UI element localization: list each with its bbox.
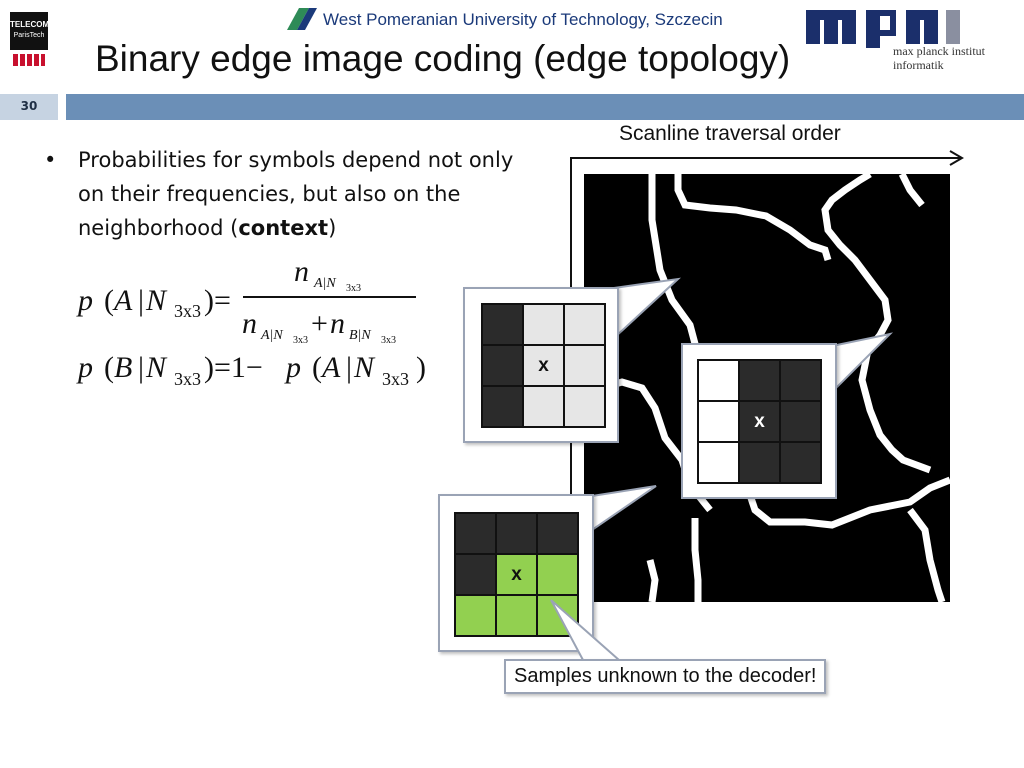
grid-cell (456, 555, 495, 594)
svg-text:(: ( (104, 351, 114, 384)
grid-cell (483, 346, 522, 385)
telecom-logo-line2: ParisTech (13, 32, 45, 39)
svg-text:n: n (242, 307, 257, 340)
svg-text:p: p (76, 284, 93, 317)
context-grid-3: x (454, 512, 579, 637)
svg-text:B|N: B|N (349, 328, 371, 343)
grid-cell (565, 387, 604, 426)
grid-cell (538, 514, 577, 553)
bullet-marker: • (44, 148, 57, 172)
grid-cell (781, 443, 820, 482)
slide-number: 30 (20, 99, 38, 113)
edge-line (898, 172, 925, 208)
edge-line (821, 170, 932, 474)
bullet-text-bold: context (238, 216, 329, 240)
mpi-logo (806, 8, 1024, 78)
grid-cell: x (497, 555, 536, 594)
current-sample-mark: x (754, 410, 765, 432)
svg-text:3x3: 3x3 (293, 335, 308, 346)
grid-cell (781, 361, 820, 400)
grid-cell (497, 514, 536, 553)
grid-cell (565, 346, 604, 385)
svg-text:(: ( (104, 284, 114, 317)
grid-cell (456, 514, 495, 553)
grid-cell (781, 402, 820, 441)
grid-cell (483, 387, 522, 426)
svg-text:n: n (330, 307, 345, 340)
telecom-flag-icon (13, 54, 45, 66)
samples-callout-pointer (550, 599, 622, 661)
current-sample-mark: x (538, 354, 549, 376)
bullet-text-end: ) (328, 216, 337, 240)
edge-line (646, 559, 659, 603)
svg-text:+: + (311, 307, 328, 340)
svg-text:N: N (145, 351, 168, 384)
svg-text:)=1−: )=1− (204, 351, 263, 384)
slide-number-box (0, 94, 58, 120)
mpi-text-line1: max planck institut (893, 44, 985, 58)
university-header: West Pomeranian University of Technology… (285, 4, 723, 36)
context-grid-2: x (697, 359, 822, 484)
grid-cell (497, 596, 536, 635)
grid-cell (538, 555, 577, 594)
svg-text:): ) (416, 351, 426, 384)
grid-cell: x (740, 402, 779, 441)
callout-context-2: x (681, 343, 837, 499)
grid-cell (565, 305, 604, 344)
svg-text:A: A (112, 284, 133, 317)
grid-cell (524, 305, 563, 344)
svg-text:|: | (346, 351, 352, 384)
university-logo-icon (287, 8, 317, 30)
grid-cell (699, 402, 738, 441)
university-name: West Pomeranian University of Technology… (323, 10, 723, 29)
mpi-text-line2: informatik (893, 58, 944, 72)
edge-line (691, 518, 702, 602)
svg-text:|: | (138, 284, 144, 317)
grid-cell (524, 387, 563, 426)
context-grid-1: x (481, 303, 606, 428)
svg-text:n: n (294, 255, 309, 288)
bullet-text: Probabilities for symbols depend not onl… (78, 143, 518, 245)
edge-line (907, 507, 946, 604)
bullet-text-main: Probabilities for symbols depend not onl… (78, 148, 514, 240)
svg-text:p: p (76, 351, 93, 384)
svg-text:A|N: A|N (313, 276, 336, 291)
samples-unknown-callout: Samples unknown to the decoder! (504, 659, 827, 694)
svg-text:3x3: 3x3 (381, 335, 396, 346)
grid-cell (699, 361, 738, 400)
grid-cell: x (524, 346, 563, 385)
svg-text:B: B (114, 351, 132, 384)
probability-formula: p ( A | N 3x3 )= n A|N 3x3 n A|N 3x3 + n… (76, 255, 426, 389)
svg-text:N: N (145, 284, 168, 317)
scanline-label: Scanline traversal order (619, 122, 841, 145)
svg-text:3x3: 3x3 (174, 301, 201, 321)
edge-line (674, 174, 832, 262)
mpi-logo-icon (806, 10, 960, 56)
grid-cell (740, 361, 779, 400)
title-bar (66, 94, 1024, 120)
current-sample-mark: x (511, 563, 522, 585)
grid-cell (483, 305, 522, 344)
callout-context-1: x (463, 287, 619, 443)
svg-text:p: p (284, 351, 301, 384)
slide-title: Binary edge image coding (edge topology) (95, 38, 791, 79)
grid-cell (740, 443, 779, 482)
svg-text:A: A (320, 351, 341, 384)
svg-text:N: N (353, 351, 376, 384)
grid-cell (699, 443, 738, 482)
svg-text:3x3: 3x3 (382, 369, 409, 389)
svg-text:3x3: 3x3 (346, 283, 361, 294)
telecom-paristech-logo: TELECOM ParisTech (10, 12, 50, 70)
svg-text:|: | (138, 351, 144, 384)
svg-text:A|N: A|N (260, 328, 283, 343)
telecom-logo-line1: TELECOM (10, 20, 50, 29)
scan-arrow-head-icon (949, 150, 964, 166)
svg-text:(: ( (312, 351, 322, 384)
svg-text:3x3: 3x3 (174, 369, 201, 389)
grid-cell (456, 596, 495, 635)
svg-text:)=: )= (204, 284, 231, 317)
